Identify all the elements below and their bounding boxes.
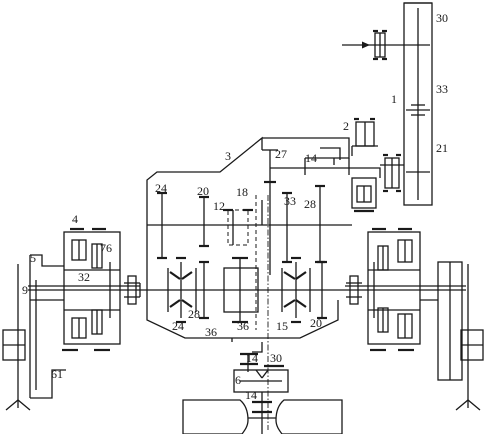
label-36-right: 36 <box>237 319 249 333</box>
left-wall-coupling <box>124 275 141 305</box>
component-labels: 30 33 1 21 2 3 27 14 24 20 18 12 33 28 4… <box>22 11 448 402</box>
right-drive-sprocket <box>420 261 484 411</box>
label-27: 27 <box>275 147 287 161</box>
label-15: 15 <box>276 319 288 333</box>
label-30-bottom: 30 <box>270 351 282 365</box>
left-planetary-final-drive <box>62 227 121 352</box>
shaft-14-upper <box>270 147 404 193</box>
label-24-top: 24 <box>155 181 167 195</box>
label-28-bottom: 28 <box>188 307 200 321</box>
center-differential-mid <box>199 256 259 324</box>
center-differential-right <box>281 256 327 324</box>
label-28-top: 28 <box>304 197 316 211</box>
label-14-base: 14 <box>245 388 257 402</box>
label-18: 18 <box>236 185 248 199</box>
gear-2-assembly <box>351 117 378 156</box>
upper-gear-train <box>147 149 352 275</box>
label-2: 2 <box>343 119 349 133</box>
label-33-mid: 33 <box>284 194 296 208</box>
right-planetary-final-drive <box>367 227 421 352</box>
label-1: 1 <box>391 92 397 106</box>
label-32: 32 <box>78 270 90 284</box>
label-21: 21 <box>436 141 448 155</box>
main-housing <box>146 136 350 339</box>
label-3: 3 <box>225 149 231 163</box>
label-24-bottom: 24 <box>172 319 184 333</box>
center-differential-left <box>167 256 197 324</box>
label-36-left: 36 <box>205 325 217 339</box>
label-20-bottom: 20 <box>310 316 322 330</box>
label-4: 4 <box>72 212 78 226</box>
label-6: 6 <box>235 373 241 387</box>
clutch-28-upper <box>351 177 377 213</box>
label-33-top: 33 <box>436 82 448 96</box>
label-20-top: 20 <box>197 184 209 198</box>
label-9: 9 <box>22 283 28 297</box>
input-shaft <box>342 29 406 61</box>
label-61: 61 <box>51 367 63 381</box>
label-14-upper: 14 <box>305 151 317 165</box>
label-30-top: 30 <box>436 11 448 25</box>
left-drive-sprocket <box>2 254 66 411</box>
lower-output-box <box>231 338 289 393</box>
label-12: 12 <box>213 199 225 213</box>
label-76: 76 <box>100 241 112 255</box>
main-shaft <box>28 285 466 291</box>
right-wall-coupling <box>346 275 362 305</box>
base-drum <box>182 392 343 434</box>
label-14-lower: 14 <box>246 351 258 365</box>
label-5: 5 <box>30 251 36 265</box>
transfer-case-housing <box>403 2 433 206</box>
